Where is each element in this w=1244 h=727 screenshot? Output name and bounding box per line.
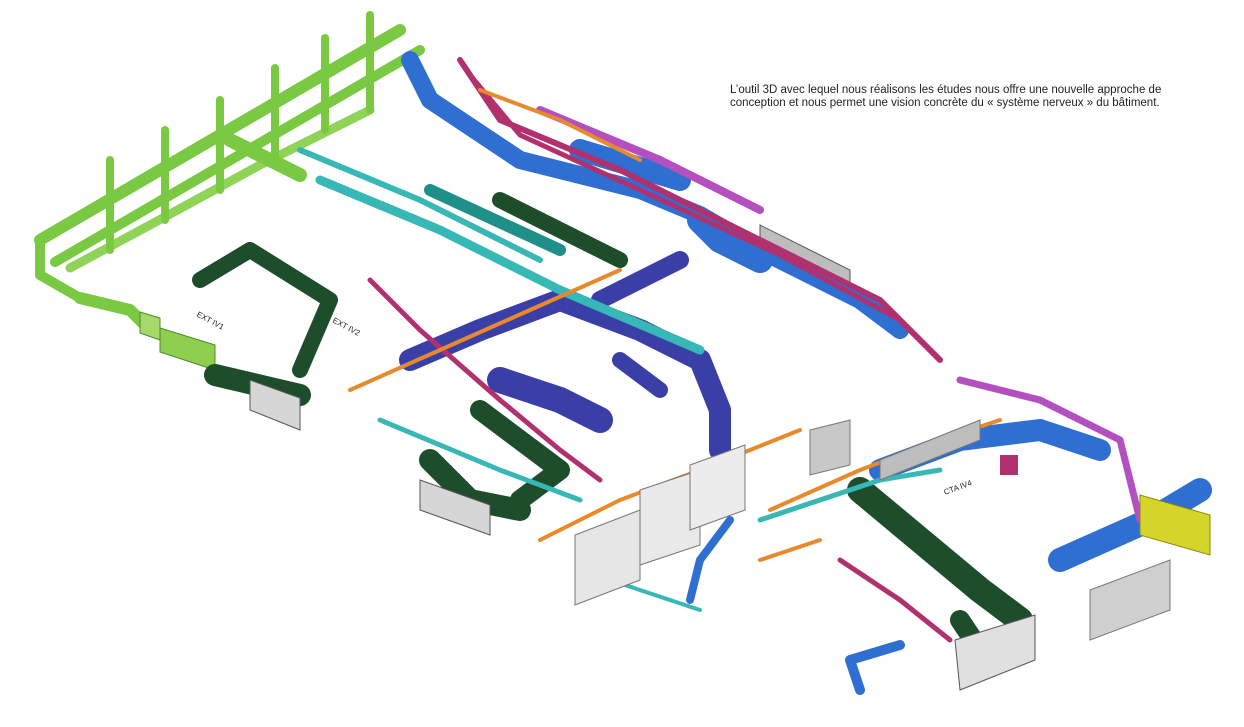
blue-duct-network (401, 51, 1212, 695)
magenta-pipe-network (367, 57, 1144, 643)
caption-line-1: L’outil 3D avec lequel nous réalisons le… (730, 84, 1162, 96)
lime-duct-network (34, 11, 425, 336)
grey-equipment-blocks (574, 419, 1171, 641)
magenta-equipment-unit (1000, 455, 1018, 475)
lime-duct-box-small (139, 311, 161, 341)
grey-louvers (249, 224, 1036, 691)
yellow-equipment-unit (1139, 494, 1211, 556)
navy-duct-network (399, 251, 731, 461)
caption: L’outil 3D avec lequel nous réalisons le… (730, 84, 1200, 110)
cyan-pipe-network (297, 147, 943, 612)
lime-air-handler-box (159, 327, 216, 371)
caption-line-2: conception et nous permet une vision con… (730, 97, 1160, 109)
label-ext-iv2: EXT IV2 (331, 316, 362, 338)
label-cta-iv4: CTA IV4 (943, 478, 974, 497)
label-ext-iv1: EXT IV1 (195, 310, 226, 332)
